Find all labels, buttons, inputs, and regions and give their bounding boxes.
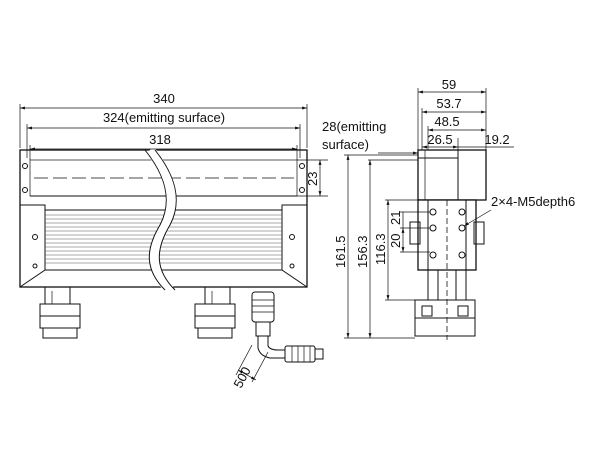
dim-emitting-depth-line1: 28(emitting: [322, 119, 386, 134]
dim-26-5: 26.5: [427, 132, 452, 147]
dim-116-3: 116.3: [373, 233, 388, 265]
mounting-bracket-right: [194, 286, 236, 339]
dim-20: 20: [388, 234, 403, 248]
right-end-cap: [281, 204, 308, 288]
screw-icon: [22, 163, 305, 269]
dim-156-3: 156.3: [355, 235, 370, 268]
dim-161-5: 161.5: [333, 235, 348, 268]
dim-21: 21: [388, 211, 403, 225]
break-gap: [146, 146, 177, 294]
break-line-right: [154, 149, 177, 291]
cable-connector: [251, 291, 324, 363]
dim-inner-width: 318: [149, 132, 171, 147]
dim-48-5: 48.5: [434, 114, 459, 129]
dim-window-height: 23: [305, 172, 320, 186]
dim-59: 59: [442, 77, 456, 92]
dim-cable-length: 500: [230, 364, 253, 390]
break-line-left: [144, 149, 167, 291]
front-view: 500 340 324(emitting surface) 318 23: [19, 91, 328, 390]
mounting-bracket-left: [39, 286, 81, 339]
dim-emitting-depth-line2: surface): [322, 137, 369, 152]
thread-note: 2×4-M5depth6: [491, 194, 575, 209]
dim-emitting-width: 324(emitting surface): [103, 110, 225, 125]
dim-19-2: 19.2: [484, 132, 509, 147]
side-view: 59 53.7 48.5 26.5 19.2 28(emitting surfa…: [322, 77, 575, 340]
cable-ext-line-2: [251, 351, 269, 383]
thread-note-leader: [463, 209, 492, 227]
dim-53-7: 53.7: [436, 96, 461, 111]
left-end-cap: [19, 204, 46, 288]
cable-dim-line: [237, 369, 257, 381]
dim-overall-width: 340: [153, 91, 175, 106]
